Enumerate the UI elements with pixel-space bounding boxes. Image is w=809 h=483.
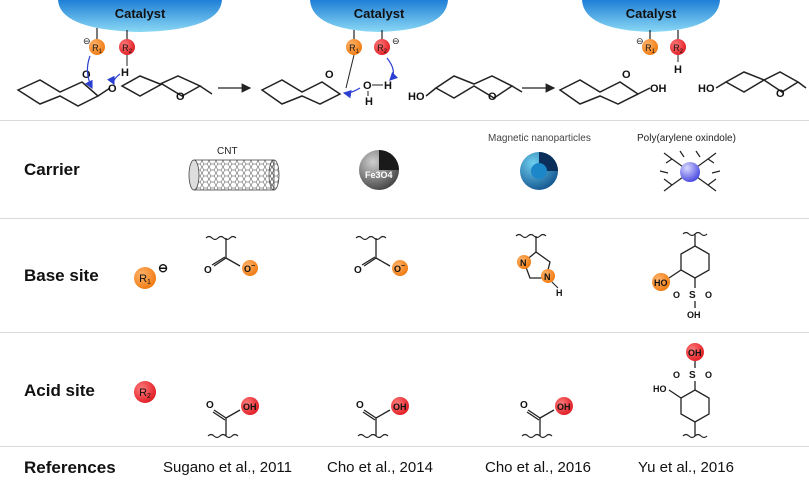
acid-structure-2: O OH: [356, 397, 409, 439]
svg-text:H: H: [556, 288, 563, 298]
catalyst-shape: [310, 0, 448, 32]
mechanism-panel-2: Catalyst R1 R2 ⊖ O O H H HO O: [260, 0, 523, 108]
ring-o-1: O: [82, 69, 91, 81]
reference-3: Cho et al., 2016: [485, 459, 591, 476]
acid-structure-1: O OH: [206, 397, 259, 439]
svg-text:O: O: [354, 265, 362, 276]
base-structure-2: O O−: [354, 235, 408, 276]
ho-label: HO: [408, 91, 425, 103]
svg-text:S: S: [689, 370, 696, 381]
svg-text:⊖: ⊖: [392, 36, 400, 46]
catalyst-label: Catalyst: [115, 6, 166, 21]
svg-text:⊖: ⊖: [158, 262, 168, 275]
r2-circle: [119, 39, 135, 55]
base-site-symbol: R1 ⊖: [134, 262, 168, 289]
svg-text:R2: R2: [122, 43, 133, 55]
svg-text:R1: R1: [92, 43, 103, 55]
svg-text:O: O: [206, 400, 214, 411]
ring-o-2: O: [325, 69, 334, 81]
separator: [0, 332, 809, 333]
ring-o-3: O: [622, 69, 631, 81]
reference-4: Yu et al., 2016: [638, 459, 734, 476]
fe3o4-illustration: Fe3O4: [359, 150, 399, 190]
water-o: O: [363, 80, 372, 92]
svg-text:R2: R2: [377, 43, 388, 55]
catalyst-shape: [582, 0, 720, 32]
svg-text:O: O: [488, 91, 497, 103]
water-h-bottom: H: [365, 96, 373, 108]
fe3o4-label: Fe3O4: [365, 170, 393, 180]
r2-circle: [670, 39, 686, 55]
svg-text:O: O: [673, 370, 680, 380]
svg-text:OH: OH: [243, 402, 257, 412]
svg-text:O−: O−: [244, 263, 255, 274]
r2-circle: [374, 39, 390, 55]
acid-structure-4: OH S O O HO: [653, 343, 712, 439]
base-structure-1: O O−: [204, 235, 258, 276]
row-label-carrier: Carrier: [24, 160, 80, 179]
svg-text:⊖: ⊖: [636, 36, 644, 46]
row-label-acid-site: Acid site: [24, 381, 95, 400]
row-label-references: References: [24, 458, 116, 477]
mechanism-panel-3: Catalyst R1 ⊖ R2 H O OH HO O: [558, 0, 807, 105]
water-h-top: H: [384, 80, 392, 92]
r1-circle: [89, 39, 105, 55]
h-label: H: [121, 67, 129, 79]
carrier-label-magnetic: Magnetic nanoparticles: [488, 133, 591, 144]
carrier-label-polymer: Poly(arylene oxindole): [637, 133, 736, 144]
separator: [0, 446, 809, 447]
acid-structure-3: O OH: [520, 397, 573, 439]
svg-text:HO: HO: [653, 384, 667, 394]
svg-text:S: S: [689, 290, 696, 301]
svg-text:R1: R1: [645, 43, 656, 55]
svg-text:O: O: [356, 400, 364, 411]
svg-text:O: O: [705, 290, 712, 300]
svg-text:O: O: [176, 91, 185, 103]
separator: [0, 218, 809, 219]
reference-2: Cho et al., 2014: [327, 459, 433, 476]
reference-1: Sugano et al., 2011: [163, 459, 292, 476]
svg-text:OH: OH: [557, 402, 571, 412]
svg-text:⊖: ⊖: [83, 36, 91, 46]
catalyst-label: Catalyst: [626, 6, 677, 21]
svg-text:R2: R2: [673, 43, 684, 55]
svg-text:O: O: [520, 400, 528, 411]
base-structure-4: HO S O O OH: [652, 231, 712, 320]
svg-text:O: O: [776, 88, 785, 100]
svg-text:OH: OH: [688, 348, 702, 358]
mechanism-scheme: Catalyst R1 ⊖ R2 H O O O Catalyst R1 R2 …: [16, 0, 807, 108]
svg-text:O: O: [673, 290, 680, 300]
carrier-label-cnt: CNT: [217, 146, 238, 157]
svg-text:O: O: [204, 265, 212, 276]
bridge-o: O: [108, 83, 117, 95]
base-structure-3: N N H: [515, 233, 563, 298]
svg-text:R2: R2: [139, 387, 151, 400]
h-label: H: [674, 64, 682, 76]
svg-text:O: O: [705, 370, 712, 380]
r1-circle: [642, 39, 658, 55]
svg-text:O−: O−: [394, 263, 405, 274]
magnetic-nanoparticle-illustration: [520, 152, 558, 190]
row-label-base-site: Base site: [24, 266, 99, 285]
svg-text:N: N: [520, 258, 527, 268]
separator: [0, 120, 809, 121]
svg-text:N: N: [544, 272, 551, 282]
r1-circle: [346, 39, 362, 55]
mechanism-panel-1: Catalyst R1 ⊖ R2 H O O O: [16, 0, 222, 107]
cnt-illustration: [188, 159, 280, 191]
svg-text:R1: R1: [349, 43, 360, 55]
ho-label: HO: [698, 83, 715, 95]
catalyst-shape: [58, 0, 222, 32]
svg-text:HO: HO: [654, 278, 668, 288]
svg-text:R1: R1: [139, 273, 151, 286]
catalyst-label: Catalyst: [354, 6, 405, 21]
acid-site-symbol: R2: [134, 381, 156, 403]
polymer-illustration: [659, 150, 721, 192]
svg-text:OH: OH: [393, 402, 407, 412]
svg-text:OH: OH: [687, 310, 701, 320]
oh-label: OH: [650, 83, 667, 95]
